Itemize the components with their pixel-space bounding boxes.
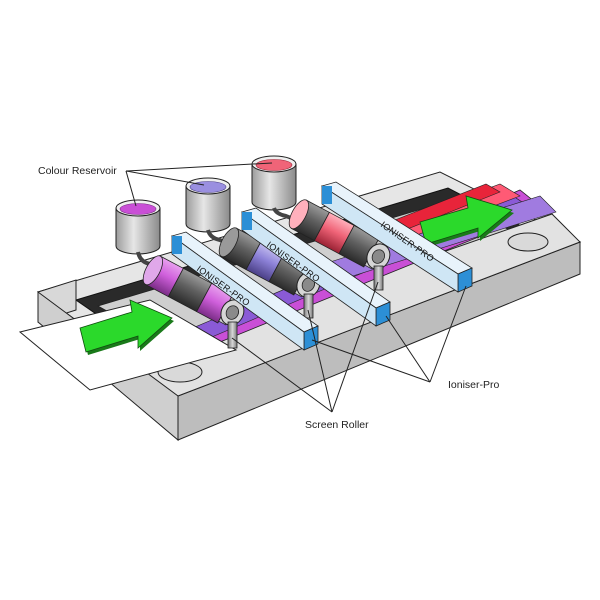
direction-arrow-icon (79, 299, 174, 355)
roller-2-post (303, 293, 314, 319)
roller-3-post (373, 265, 384, 291)
screen-roller-1 (142, 255, 245, 349)
feed-tube-2 (206, 229, 229, 246)
paper-sheet (18, 299, 238, 391)
label-colour-reservoir: Colour Reservoir (38, 165, 117, 177)
screen-roller-3 (288, 199, 391, 291)
reservoir-lavender (185, 177, 231, 233)
colour-reservoirs (115, 155, 297, 270)
base-roller-right (507, 232, 549, 252)
label-ioniser-pro: Ioniser-Pro (448, 379, 500, 391)
input-paper (18, 299, 238, 391)
roller-1-post (227, 321, 238, 349)
direction-arrow-icon (419, 195, 514, 247)
callout-lines (125, 162, 467, 413)
ioniser-bar-3: IONISER-PRO (321, 181, 473, 293)
label-screen-roller: Screen Roller (305, 419, 369, 431)
feed-tube-3 (272, 207, 297, 222)
reservoir-pink (251, 155, 297, 211)
screen-roller-2 (218, 227, 321, 319)
reservoir-magenta (115, 199, 161, 255)
